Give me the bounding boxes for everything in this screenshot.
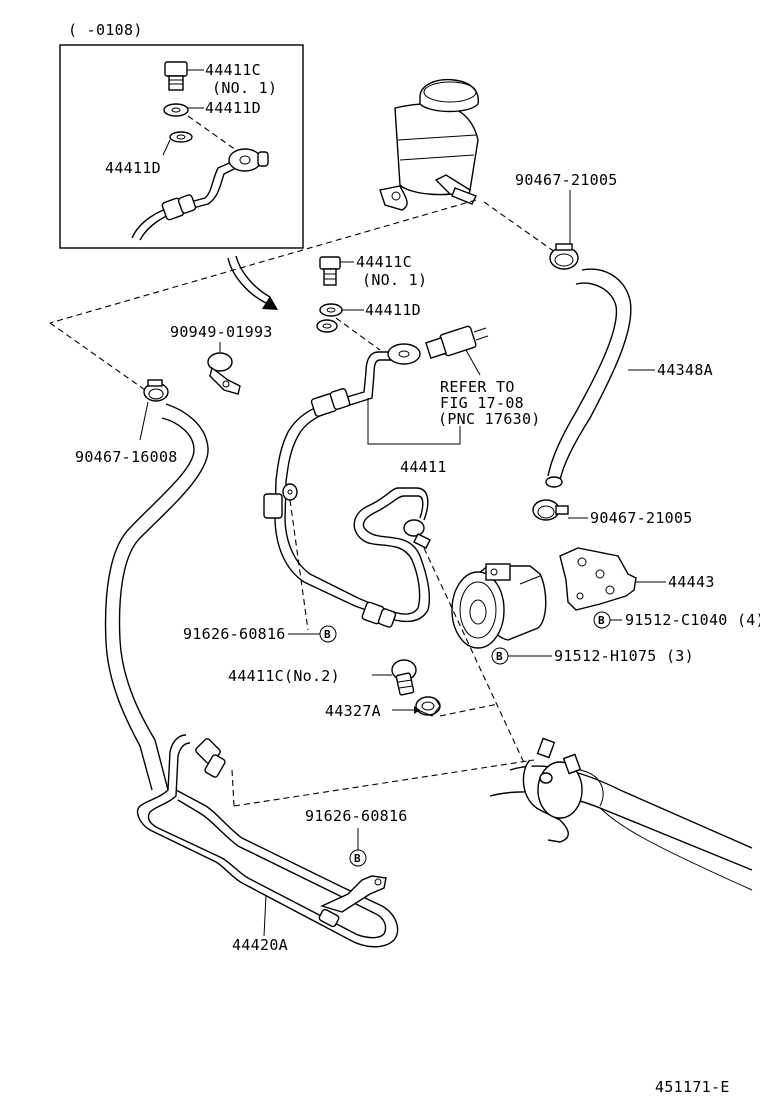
cooler-tube-label: 44420A — [232, 936, 288, 954]
inset-bolt-icon[interactable] — [164, 61, 188, 91]
bolt-no2-icon[interactable] — [391, 659, 417, 696]
switch-clamp-label: 90949-01993 — [170, 323, 273, 341]
clamp-mid-label: 90467-21005 — [590, 509, 693, 527]
hose-return-label: 44348A — [657, 361, 713, 379]
clip-44327-label: 44327A — [325, 702, 381, 720]
clip-44327-icon[interactable] — [415, 696, 441, 717]
refer-line-2: FIG 17-08 — [440, 394, 524, 412]
washer-lower-icon[interactable] — [316, 319, 338, 333]
supply-hose-icon[interactable] — [104, 403, 209, 791]
bracket-icon[interactable] — [559, 547, 637, 611]
refer-line-1: REFER TO — [440, 378, 515, 396]
bolt-91512h-label: 91512-H1075 (3) — [554, 647, 694, 665]
b-marker-icon: B — [593, 611, 611, 629]
pressure-tube-icon[interactable] — [263, 343, 431, 628]
pressure-switch-icon[interactable] — [425, 325, 489, 359]
bolt-91626-b-label: 91626-60816 — [305, 807, 408, 825]
svg-text:B: B — [598, 614, 605, 627]
bolt-no1-note: (NO. 1) — [362, 271, 427, 289]
steering-gear-icon[interactable] — [489, 737, 753, 891]
clamp-top-icon[interactable] — [549, 243, 579, 270]
reservoir-icon[interactable] — [379, 78, 479, 211]
bolt-no1-label: 44411C — [356, 253, 412, 271]
inset-box: ( -0108) 44411C (NO. 1) 44411D 44411D — [59, 21, 304, 249]
inset-washer-top-icon[interactable] — [163, 103, 189, 117]
clamp-mid-icon[interactable] — [532, 499, 569, 521]
inset-washer-bottom-icon[interactable] — [169, 131, 193, 143]
svg-text:B: B — [496, 650, 503, 663]
inset-bolt-note: (NO. 1) — [212, 79, 277, 97]
b-marker-icon: B — [349, 849, 367, 867]
svg-text:B: B — [354, 852, 361, 865]
cooler-tube-icon[interactable] — [136, 734, 399, 948]
pressure-tube-label: 44411 — [400, 458, 447, 476]
inset-bolt-label: 44411C — [205, 61, 261, 79]
refer-line-3: (PNC 17630) — [438, 410, 541, 428]
inset-washer-label-a: 44411D — [205, 99, 261, 117]
bracket-label: 44443 — [668, 573, 715, 591]
washer-upper-icon[interactable] — [319, 303, 343, 317]
inset-washer-label-b: 44411D — [105, 159, 161, 177]
bolt-91626-a-label: 91626-60816 — [183, 625, 286, 643]
bolt-91512c-label: 91512-C1040 (4) — [625, 611, 760, 629]
inset-arrow-icon — [227, 255, 278, 310]
b-marker-icon: B — [319, 625, 337, 643]
b-marker-icon: B — [491, 647, 509, 665]
svg-text:B: B — [324, 628, 331, 641]
figure-id: 451171-E — [655, 1078, 730, 1096]
inset-date-range: ( -0108) — [68, 21, 143, 39]
washer-label: 44411D — [365, 301, 421, 319]
clamp-top-label: 90467-21005 — [515, 171, 618, 189]
pump-icon[interactable] — [451, 563, 547, 649]
inset-pipe-icon — [131, 148, 269, 241]
clamp-left-icon[interactable] — [143, 379, 169, 402]
return-hose-icon[interactable] — [545, 268, 632, 488]
bolt-no2-label: 44411C(No.2) — [228, 667, 340, 685]
bolt-no1-icon[interactable] — [319, 256, 341, 286]
switch-clamp-icon[interactable] — [207, 352, 241, 395]
clamp-left-label: 90467-16008 — [75, 448, 178, 466]
